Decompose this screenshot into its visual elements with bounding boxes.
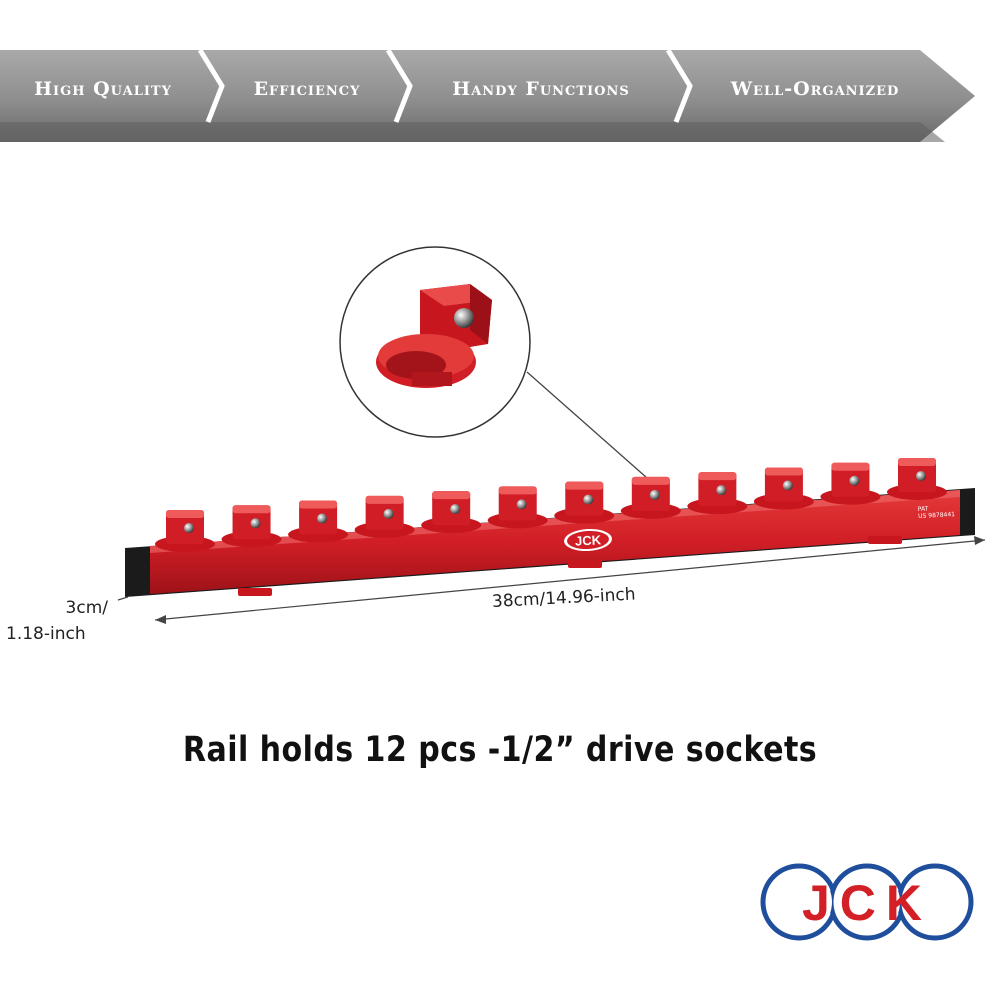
socket-clip — [487, 486, 548, 529]
dimension-lines — [117, 536, 986, 624]
height-dimension-line-1: 3cm/ — [65, 598, 108, 618]
patent-marking: PAT US 9878441 — [918, 504, 956, 520]
jck-brand-logo: JCK — [760, 863, 974, 941]
socket-clip — [753, 467, 814, 510]
socket-clips — [155, 458, 947, 552]
banner-segment-handy-functions: Handy Functions — [452, 78, 630, 100]
banner-segment-efficiency: Efficiency — [253, 78, 361, 100]
banner-segment-high-quality: High Quality — [34, 78, 172, 100]
product-caption: Rail holds 12 pcs -1/2” drive sockets — [182, 730, 818, 770]
brand-logo-text: JCK — [802, 875, 932, 931]
rail-logo: JCK — [564, 528, 612, 552]
socket-clip — [155, 510, 215, 552]
socket-clip — [820, 462, 881, 505]
socket-clip — [554, 481, 615, 524]
banner-segment-well-organized: Well-Organized — [730, 78, 900, 100]
socket-clip — [288, 500, 349, 543]
socket-clip — [620, 476, 681, 519]
feature-banner — [0, 50, 975, 142]
rail-logo-text: JCK — [575, 532, 602, 548]
socket-clip — [687, 472, 748, 515]
zoom-callout — [339, 246, 656, 486]
socket-clip — [887, 458, 947, 500]
socket-clip — [354, 495, 415, 538]
socket-clip — [221, 505, 282, 548]
zoomed-socket-clip — [376, 284, 492, 388]
height-dimension-line-2: 1.18-inch — [6, 624, 86, 644]
rail-body — [125, 488, 975, 597]
socket-clip — [421, 491, 482, 534]
